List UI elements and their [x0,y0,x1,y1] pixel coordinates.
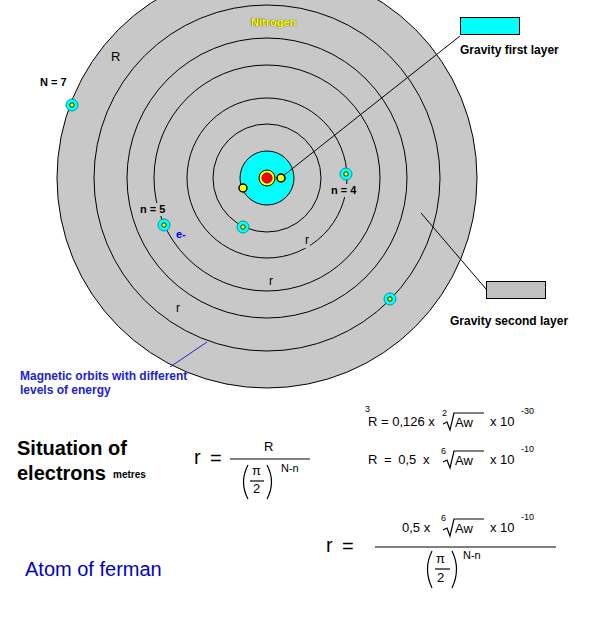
leader-line [170,342,207,367]
formula-strokes [230,413,556,588]
diagram-caption: Atom of ferman [25,558,162,581]
element-name: Nitrogen [250,16,297,29]
formula-term: π [252,464,261,479]
formula-exponent: N-n [281,462,299,475]
legend-swatch [460,17,520,35]
formula-exponent: N-n [463,549,481,562]
formula-exponent: -10 [521,512,534,522]
formula-term: 2 [253,482,260,497]
electron-label: e- [175,228,187,241]
radical-sign [443,519,484,536]
electron [340,168,352,180]
electron [66,99,78,111]
fraction-bar [230,458,310,459]
legend-text: Gravity first layer [460,44,559,58]
parenthesis [452,551,457,588]
formula-term: R = 0,5 x [368,453,429,468]
annotation: Magnetic orbits with different levels of… [20,370,220,398]
fraction-bar [375,546,556,547]
formula-term: r [194,446,201,469]
electron [239,184,247,192]
formula-term: R [368,415,377,430]
formula-exponent: -30 [521,406,534,416]
legend-text: Gravity second layer [450,315,568,329]
root-index: 2 [442,408,447,418]
electron [384,293,396,305]
gravity-first-layer [240,151,294,205]
parenthesis [267,465,272,499]
formula-term: Aw [455,416,473,431]
orbit-ring [127,38,407,318]
formula-term: = 0,126 x [381,415,435,430]
formula-term: = [210,447,222,470]
radical-sign [443,413,484,430]
orbit-electrons [66,99,396,305]
formula-term: Aw [455,522,473,537]
formula-term: R [264,440,273,455]
root-index: 6 [441,446,446,456]
parenthesis [244,465,249,499]
nucleus [262,173,272,183]
formula-exponent: 3 [365,404,370,414]
radius-label: r [175,302,181,316]
legend-swatch [486,281,546,299]
root-index: 6 [441,513,446,523]
radius-label: R [110,50,121,65]
radical-sign [443,451,484,468]
orbit-ring [213,124,321,232]
radius-label: r [304,234,310,248]
orbit-ring [187,98,347,258]
orbit-rings [94,5,440,351]
orbit-number: N = 7 [40,76,67,89]
nucleus-ring [259,170,275,186]
leader-line [283,36,460,176]
leader-lines [170,36,486,367]
inner-electrons [239,174,285,192]
formula-term: x 10 [490,521,515,536]
formula-term: π [436,552,445,567]
parenthesis [428,551,433,588]
unit-label: metres [113,469,146,481]
orbit-ring [154,65,380,291]
formula-term: Aw [455,454,473,469]
radius-label: r [268,275,274,289]
leader-line [421,213,486,289]
formula-term: = [342,535,354,558]
formula-term: 0,5 x [402,521,430,536]
orbit-number: n = 4 [330,184,357,197]
formula-term: x 10 [490,453,515,468]
electron [237,221,249,233]
orbit-ring [94,5,440,351]
electron [158,219,170,231]
orbit-number: n = 5 [139,203,166,216]
formula-term: 2 [437,571,444,586]
outer-shell [57,0,477,388]
formula-term: r [326,534,333,557]
formula-term: x 10 [490,415,515,430]
fraction-bar [435,568,450,569]
formula-exponent: -10 [521,444,534,454]
